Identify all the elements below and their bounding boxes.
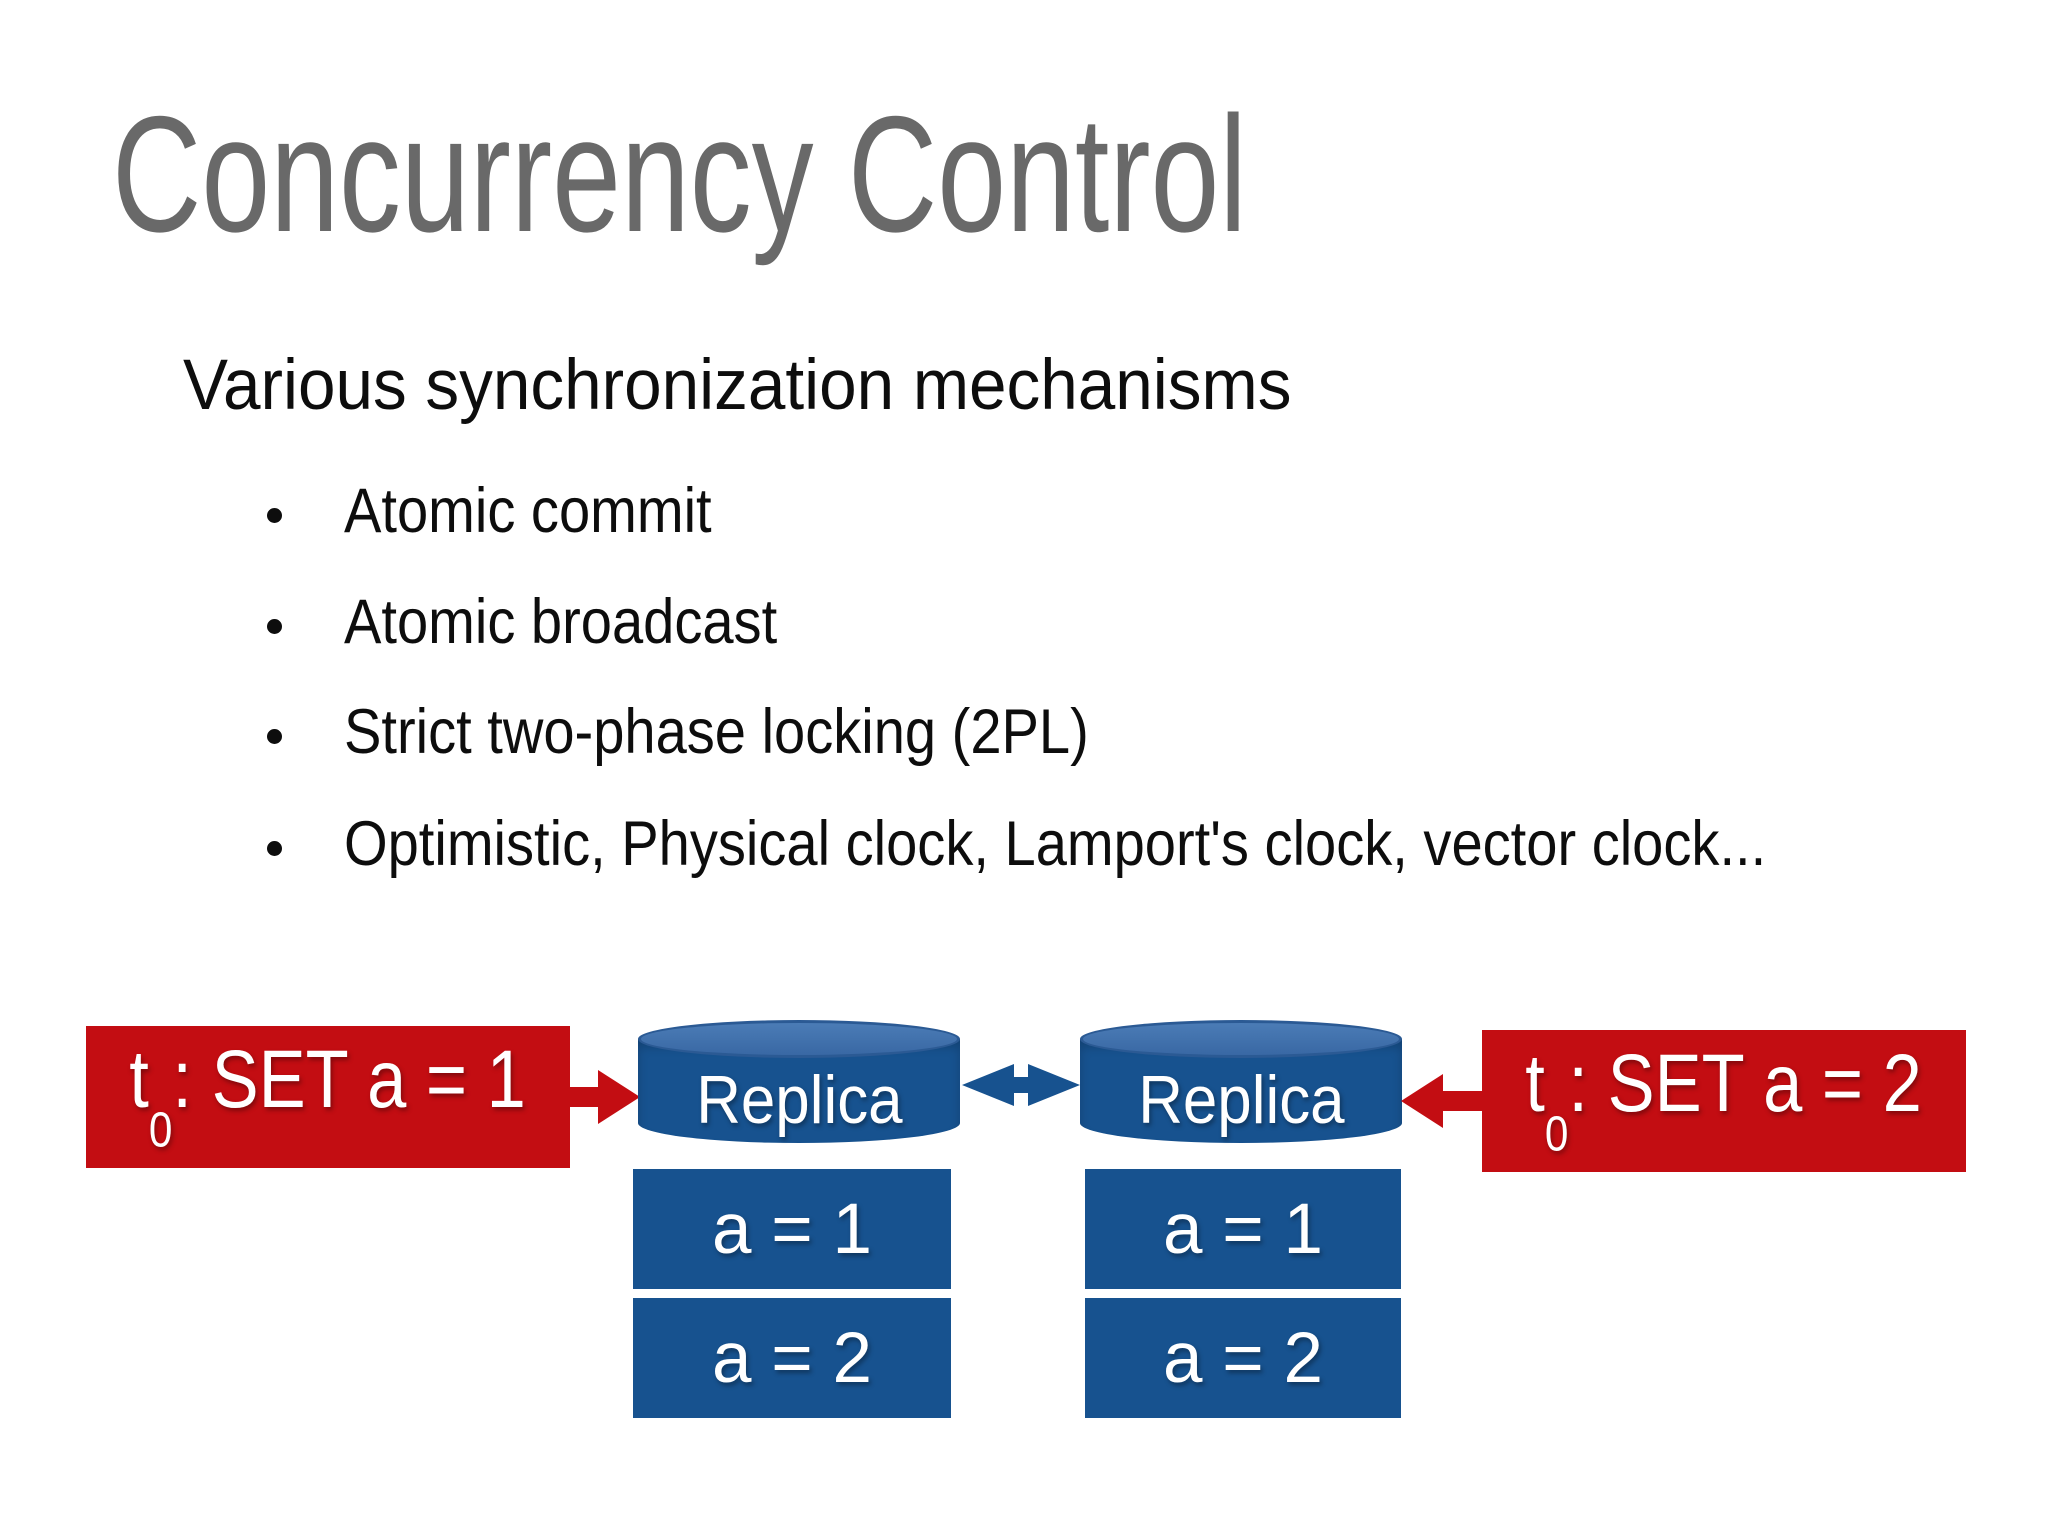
- replica-right-label-wrap: Replica: [1080, 1056, 1402, 1143]
- txn-right-rest: : SET a = 2: [1568, 1038, 1923, 1130]
- replica-left-cylinder: Replica: [638, 1020, 960, 1143]
- bullet-label: Strict two-phase locking (2PL): [344, 697, 1089, 767]
- bullet-dot-icon: [267, 841, 282, 856]
- bullet-item: Optimistic, Physical clock, Lamport's cl…: [267, 813, 1942, 876]
- replica-left-label-wrap: Replica: [638, 1056, 960, 1143]
- txn-left-base: t: [129, 1034, 150, 1126]
- replica-right-cylinder: Replica: [1080, 1020, 1402, 1143]
- sync-arrow-left-head-icon: [962, 1064, 1014, 1106]
- page-title: Concurrency Control: [112, 92, 1625, 257]
- value-box-left-a2: a = 2: [633, 1298, 951, 1418]
- bullet-label: Atomic broadcast: [344, 587, 778, 657]
- value-box-right-a1: a = 1: [1085, 1169, 1401, 1289]
- txn-left-rest: : SET a = 1: [172, 1034, 527, 1126]
- txn-right-base: t: [1525, 1038, 1546, 1130]
- value-label: a = 1: [1163, 1189, 1323, 1269]
- replica-left-label: Replica: [695, 1061, 903, 1138]
- cylinder-top-ellipse: [1080, 1020, 1402, 1058]
- slide-subtitle: Various synchronization mechanisms: [183, 350, 1350, 421]
- red-arrow-left-icon: [1401, 1074, 1443, 1128]
- bullet-label: Atomic commit: [344, 476, 712, 546]
- sync-arrow-right-head-icon: [1028, 1064, 1080, 1106]
- bullet-dot-icon: [267, 729, 282, 744]
- transaction-right-box: t0: SET a = 2: [1482, 1030, 1966, 1172]
- value-box-left-a1: a = 1: [633, 1169, 951, 1289]
- page-title-text: Concurrency Control: [112, 82, 1247, 266]
- value-label: a = 1: [712, 1189, 872, 1269]
- value-box-right-a2: a = 2: [1085, 1298, 1401, 1418]
- bullet-dot-icon: [267, 619, 282, 634]
- cylinder-top-ellipse: [638, 1020, 960, 1058]
- slide-subtitle-text: Various synchronization mechanisms: [183, 346, 1292, 425]
- txn-left-subscript: 0: [149, 1102, 173, 1158]
- sync-arrow-bar: [1008, 1077, 1034, 1093]
- red-arrow-left-stem: [1441, 1091, 1482, 1111]
- red-arrow-right-stem: [570, 1087, 602, 1107]
- value-label: a = 2: [712, 1318, 872, 1398]
- transaction-left-box: t0: SET a = 1: [86, 1026, 570, 1168]
- transaction-right-label: t0: SET a = 2: [1526, 1043, 1923, 1159]
- replica-right-label: Replica: [1137, 1061, 1345, 1138]
- bullet-item: Atomic broadcast: [267, 591, 831, 654]
- value-label: a = 2: [1163, 1318, 1323, 1398]
- bullet-item: Atomic commit: [267, 480, 757, 543]
- bullet-label: Optimistic, Physical clock, Lamport's cl…: [344, 809, 1767, 879]
- transaction-left-label: t0: SET a = 1: [130, 1039, 527, 1155]
- txn-right-subscript: 0: [1545, 1106, 1569, 1162]
- bullet-item: Strict two-phase locking (2PL): [267, 701, 1181, 764]
- red-arrow-right-icon: [598, 1070, 640, 1124]
- bullet-dot-icon: [267, 508, 282, 523]
